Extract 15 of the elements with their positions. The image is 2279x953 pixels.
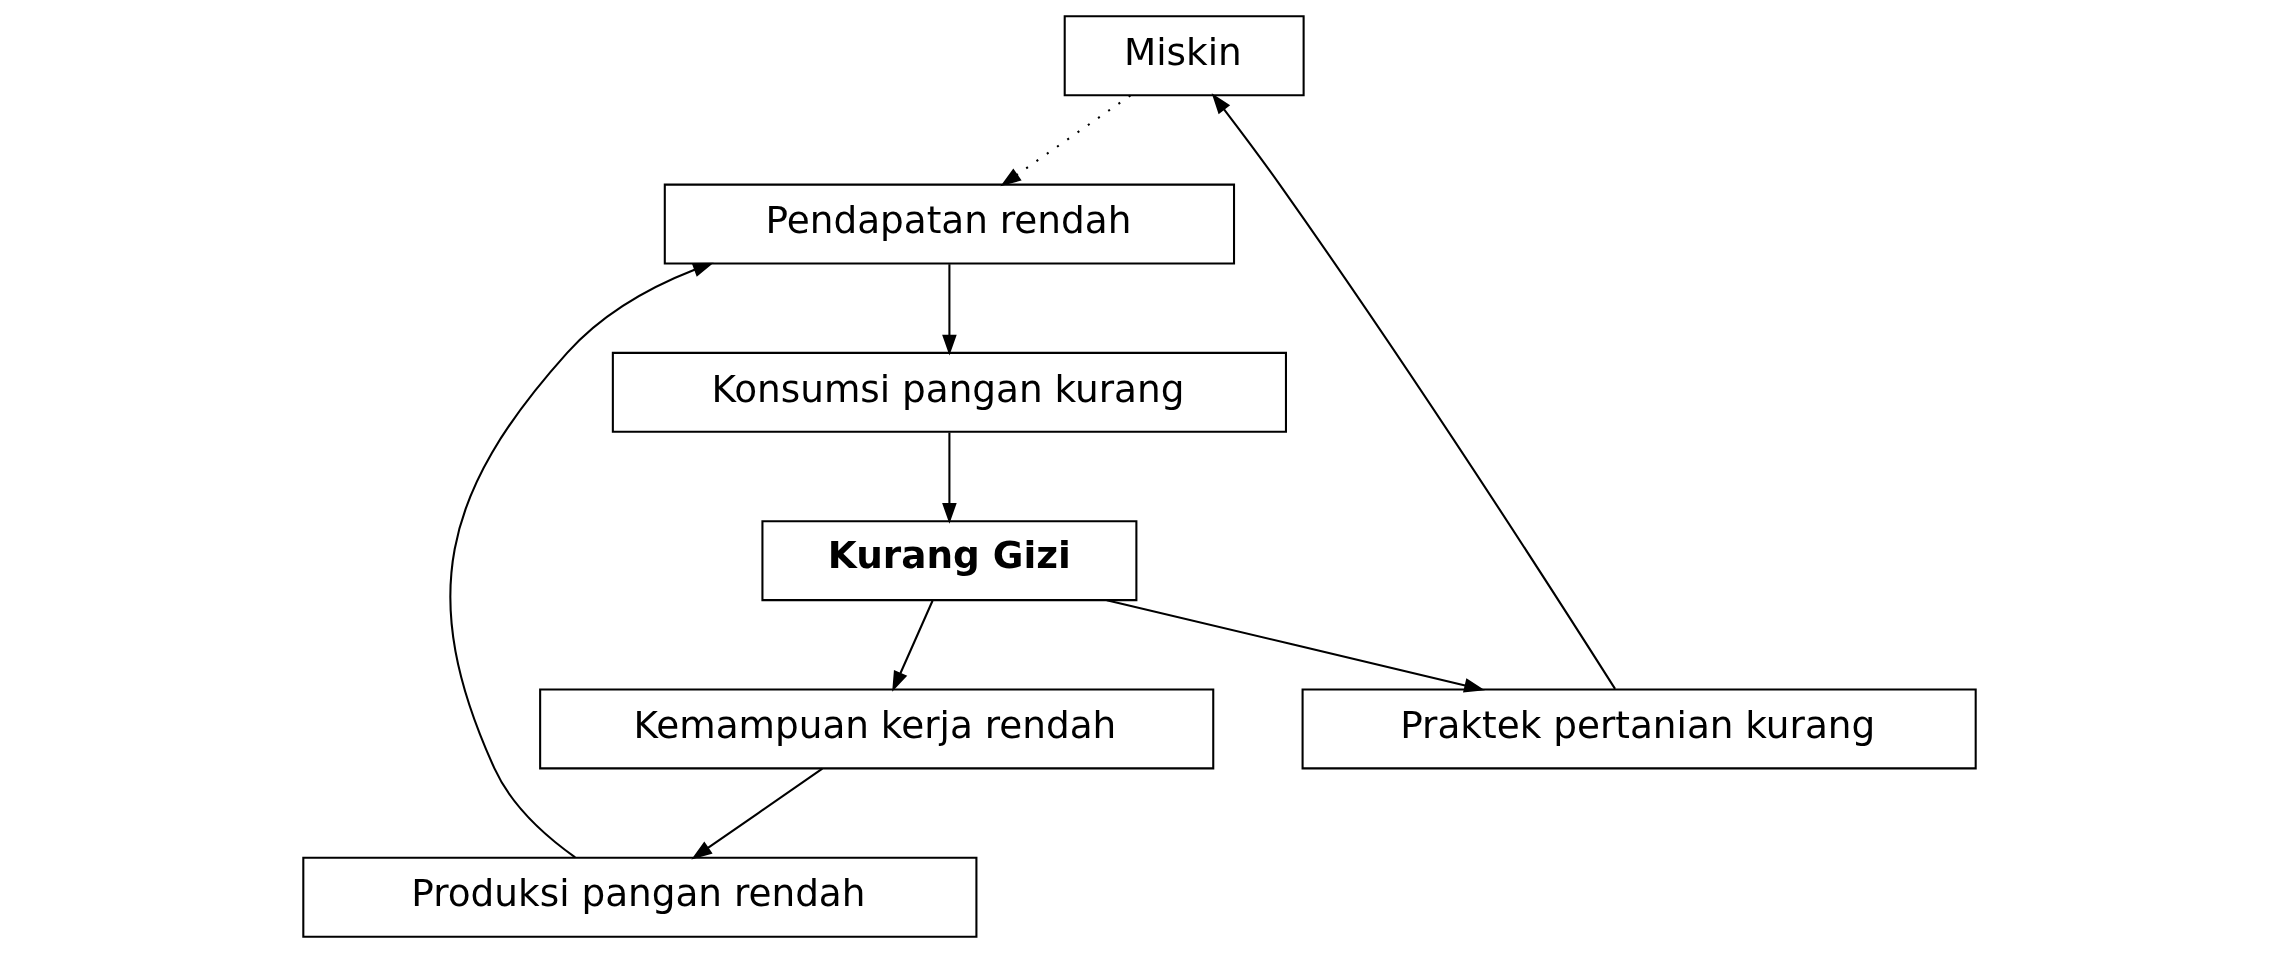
node-box: Kemampuan kerja rendah xyxy=(539,688,1215,770)
node-box: Pendapatan rendah xyxy=(663,183,1236,265)
arrow xyxy=(942,264,957,356)
node-box: Produksi pangan rendah xyxy=(302,856,978,938)
arrow xyxy=(1211,93,1616,690)
arrow xyxy=(691,767,823,860)
arrow xyxy=(1106,599,1485,693)
node-box: Konsumsi pangan kurang xyxy=(611,351,1287,433)
arrow xyxy=(1000,94,1131,187)
node-box: Miskin xyxy=(1063,15,1305,97)
arrow xyxy=(942,432,957,524)
arrow xyxy=(892,600,934,692)
node-box: Praktek pertanian kurang xyxy=(1301,688,1977,770)
arrow xyxy=(449,262,714,859)
node-box: Kurang Gizi xyxy=(761,520,1138,602)
